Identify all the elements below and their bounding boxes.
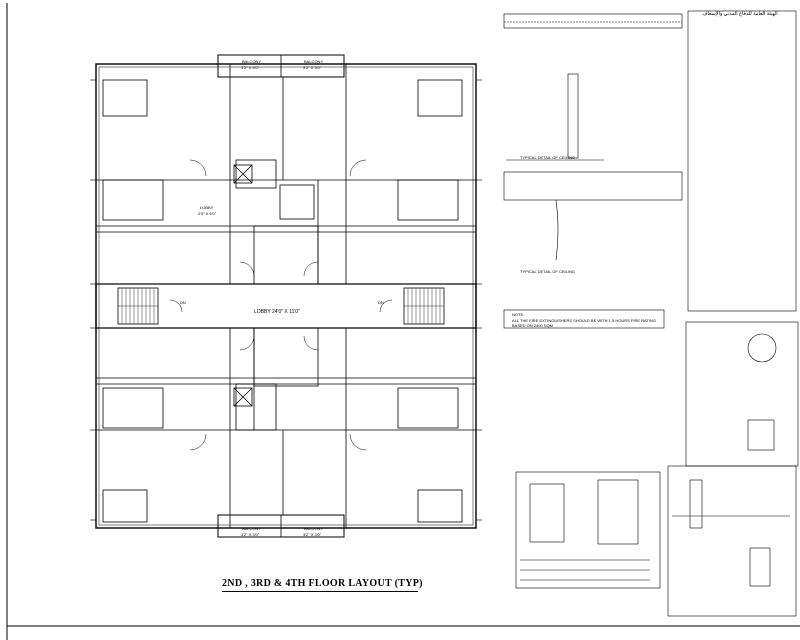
- lobby-center-label: LOBBY 24'0" X 11'0": [254, 309, 300, 315]
- title-underline: [222, 591, 418, 592]
- stair-tag-left: DN: [180, 300, 186, 305]
- detail-sketches: [503, 10, 799, 617]
- balcony-label-top-left: BALCONY: [242, 59, 262, 64]
- balcony-size-top-left: 3'2" X 3'0": [241, 65, 260, 70]
- balcony-label-top-right: BALCONY: [304, 59, 324, 64]
- balcony-size-bottom-left: 3'2" X 3'0": [241, 532, 260, 537]
- note-title: NOTE:: [512, 312, 525, 317]
- stair-tag-right: DN: [378, 300, 384, 305]
- note-text: ALL THE FIRE EXTINGUISHERS SHOULD BE WIT…: [512, 318, 656, 328]
- sheet-border: [6, 3, 800, 640]
- floor-plan: [90, 54, 482, 538]
- arabic-heading: الهيئة العامة للدفاع المدني والإسعاف: [702, 11, 778, 17]
- lobby-size: 2'5" X 6'0": [198, 211, 217, 216]
- balcony-size-top-right: 3'2" X 3'0": [303, 65, 322, 70]
- drawing-title: 2ND , 3RD & 4TH FLOOR LAYOUT (TYP): [222, 578, 423, 589]
- balcony-size-bottom-right: 3'2" X 3'0": [303, 532, 322, 537]
- balcony-label-bottom-left: BALCONY: [242, 526, 262, 531]
- detail-label-2: TYPICAL DETAIL OF CEILING: [520, 269, 575, 274]
- detail-label-1: TYPICAL DETAIL OF CEILING: [520, 155, 575, 160]
- balcony-label-bottom-right: BALCONY: [304, 526, 324, 531]
- lobby-label: LOBBY: [200, 205, 214, 210]
